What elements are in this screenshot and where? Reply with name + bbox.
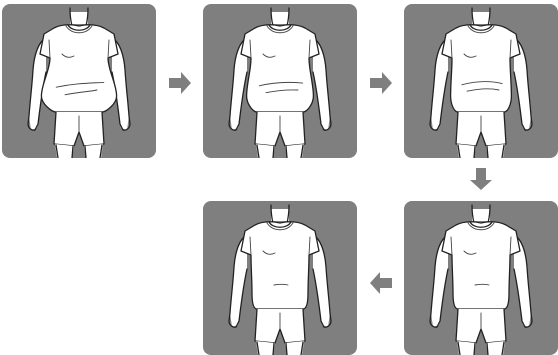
figure-illustration	[203, 201, 357, 355]
figure-illustration	[404, 201, 558, 355]
figure-illustration	[2, 4, 156, 158]
stage-4-panel	[404, 201, 558, 355]
arrow-down-icon	[470, 168, 492, 190]
arrow-left-icon	[370, 272, 392, 294]
figure-illustration	[404, 4, 558, 158]
figure-illustration	[203, 4, 357, 158]
arrow-right-icon	[370, 72, 392, 94]
stage-1-panel	[2, 4, 156, 158]
stage-5-panel	[203, 201, 357, 355]
arrow-right-icon	[169, 72, 191, 94]
stage-3-panel	[404, 4, 558, 158]
stage-2-panel	[203, 4, 357, 158]
